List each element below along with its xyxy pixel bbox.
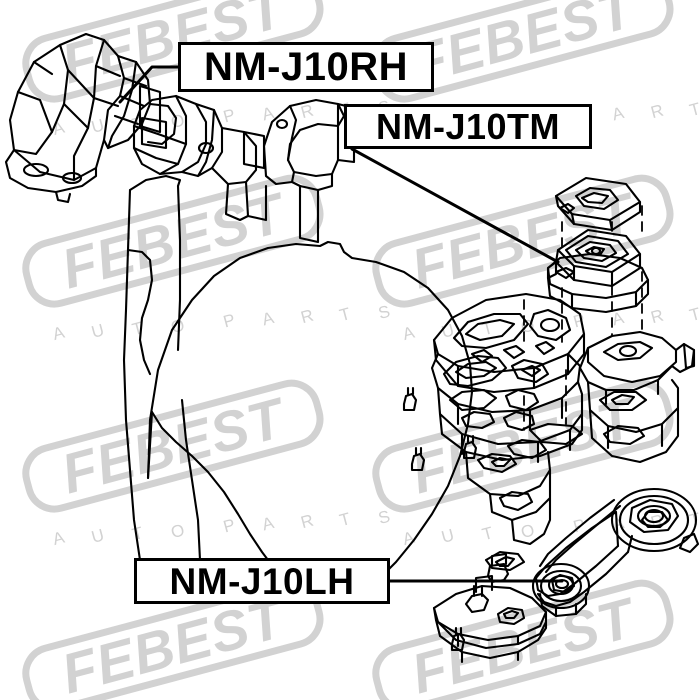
part-transmission-mount-upper-plate (554, 176, 642, 232)
part-subframe-side-arm (464, 330, 696, 572)
assembly-guide-lines (523, 205, 643, 431)
part-number-label-lh[interactable]: NM-J10LH (134, 558, 390, 604)
part-number-label-rh[interactable]: NM-J10RH (178, 42, 434, 92)
leader-lines (118, 65, 564, 583)
part-transmission-mount-support-bracket (546, 252, 650, 314)
part-number-label-tm[interactable]: NM-J10TM (344, 104, 592, 149)
part-engine-transmission-assembly (122, 94, 478, 652)
leader-line-rh (118, 65, 180, 104)
part-lower-mount-bracket (432, 552, 548, 664)
leader-line-tm (350, 147, 560, 264)
